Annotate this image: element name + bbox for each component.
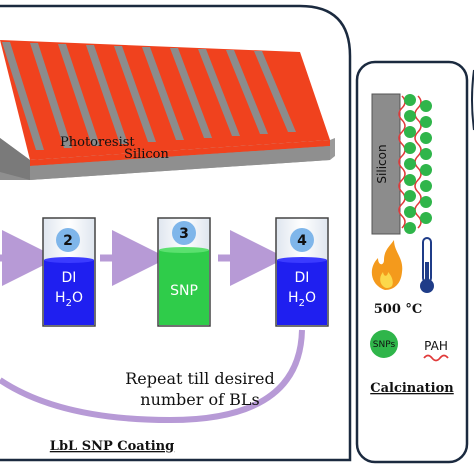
- step-badge-2: [56, 228, 80, 252]
- substrate-block: Photoresist Silicon: [0, 40, 335, 180]
- beaker-step-2: 2 DI H2O: [42, 217, 96, 327]
- step-badge-3: [172, 221, 196, 245]
- beaker-step-4: 4 DI H2O: [275, 217, 329, 327]
- repeat-text-line1: Repeat till desired: [125, 369, 275, 388]
- photoresist-label: Photoresist: [60, 135, 135, 150]
- liquid-label-2: DI: [62, 270, 77, 286]
- right-edge-curve: [471, 69, 474, 131]
- snps-legend-label: SNPs: [373, 340, 396, 350]
- coated-silicon: Silicon: [371, 93, 432, 235]
- repeat-text-line2: number of BLs: [140, 390, 259, 409]
- snps-legend-circle: [370, 330, 398, 358]
- beaker-step-3: 3 SNP: [157, 217, 211, 327]
- liquid-formula-2: H2O: [55, 290, 83, 309]
- calcination-title: Calcination: [370, 381, 454, 396]
- liquid-label-4: DI: [295, 270, 310, 286]
- flame-icon: [371, 240, 403, 290]
- step-number-2: 2: [63, 233, 73, 249]
- pah-legend-wave: [423, 354, 449, 362]
- repeat-arrow-curve: [0, 329, 305, 424]
- step-number-3: 3: [179, 226, 189, 242]
- liquid-label-3: SNP: [170, 283, 198, 299]
- pah-legend-label: PAH: [424, 339, 448, 353]
- silicon-label: Silicon: [124, 147, 169, 162]
- step-number-4: 4: [297, 233, 307, 249]
- liquid-formula-4: H2O: [288, 290, 316, 309]
- trenches: [2, 42, 296, 150]
- lbl-panel-border: [0, 4, 352, 462]
- thermometer-icon: [420, 237, 434, 293]
- snp-particles: [404, 94, 432, 234]
- calc-silicon-label: Silicon: [375, 144, 389, 183]
- temperature-label: 500 °C: [374, 302, 423, 317]
- panel-title: LbL SNP Coating: [50, 439, 174, 454]
- calcination-panel-border: [355, 60, 469, 464]
- step-badge-4: [290, 228, 314, 252]
